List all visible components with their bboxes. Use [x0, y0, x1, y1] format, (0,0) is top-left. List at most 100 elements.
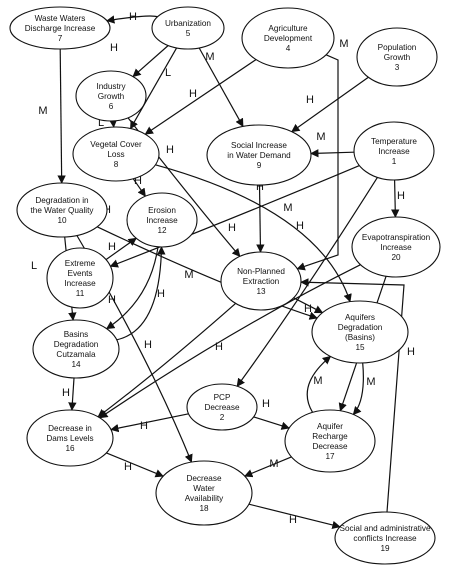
edge-label: H	[108, 294, 116, 306]
edge-label: M	[269, 458, 278, 470]
edge-n12-to-n14	[106, 246, 159, 330]
node-label-line: Social Increase	[231, 141, 287, 150]
node-label-line: Decrease	[186, 474, 221, 483]
edge-label: H	[108, 241, 116, 253]
node-label-line: Water	[193, 484, 215, 493]
node-label-line: Availability	[185, 494, 224, 503]
edge-n20-to-n16	[99, 264, 361, 419]
node-label-line: 17	[325, 452, 335, 461]
edge-label: H	[289, 514, 297, 526]
edge-label: M	[184, 269, 193, 281]
edge-label: H	[262, 398, 270, 410]
edge-n1-to-n20	[391, 179, 400, 218]
node-label-line: Decrease	[312, 442, 347, 451]
edge-n4-to-n13	[296, 54, 339, 271]
node-label-line: Recharge	[312, 432, 348, 441]
edge-label: H	[256, 181, 264, 193]
node-ellipse	[334, 511, 436, 565]
edge-label: H	[140, 420, 148, 432]
edge-n6-to-n8	[108, 119, 118, 128]
node-label-line: Urbanization	[165, 19, 211, 28]
node-label-line: in Water Demand	[227, 151, 291, 160]
edge-n16-to-n18	[106, 452, 164, 478]
edge-n7-to-n10	[57, 48, 66, 184]
node-label-line: 11	[76, 289, 85, 298]
node-label-line: 16	[65, 444, 75, 453]
node-ellipse	[32, 319, 120, 379]
edge-label: H	[296, 220, 304, 232]
node-label-line: Extraction	[243, 277, 280, 286]
edge-n2-to-n17	[253, 416, 290, 430]
edge-label: H	[62, 387, 70, 399]
node-label-line: (Basins)	[345, 333, 375, 342]
node-label-line: 3	[395, 63, 400, 72]
node-ellipse	[72, 126, 160, 182]
edge-n13-to-n16	[97, 302, 236, 418]
node-label-line: Degradation	[338, 323, 383, 332]
edge-n2-to-n16	[110, 413, 189, 433]
edge-n14-to-n16	[68, 377, 77, 411]
edge-label: M	[316, 131, 325, 143]
node-label-line: 6	[109, 102, 114, 111]
edge-label: H	[157, 288, 165, 300]
node-ellipse	[353, 121, 435, 181]
edge-label: H	[407, 346, 415, 358]
node-label-line: the Water Quality	[31, 206, 95, 215]
edge-n3-to-n9	[291, 76, 369, 133]
node-label-line: Decrease in	[48, 424, 92, 433]
edge-n8-to-n12	[132, 178, 146, 197]
edge-n1-to-n9	[310, 149, 355, 158]
node-label-line: 13	[256, 287, 266, 296]
edge-label: H	[189, 88, 197, 100]
edge-n5-to-n8	[129, 47, 178, 130]
node-ellipse	[9, 6, 111, 50]
edge-n17-to-n18	[244, 456, 292, 478]
node-label-line: Increase	[380, 243, 412, 252]
edge-label: H	[110, 42, 118, 54]
edge-label: H	[306, 94, 314, 106]
node-label-line: 15	[355, 343, 365, 352]
node-label-line: 1	[392, 157, 397, 166]
node-label-line: Events	[67, 269, 92, 278]
node-label-line: Aquifers	[345, 313, 375, 322]
node-ellipse	[16, 182, 108, 238]
node-ellipse	[311, 300, 409, 364]
node-label-line: 14	[71, 360, 81, 369]
edge-label: H	[129, 11, 137, 23]
node-label-line: Increase	[64, 279, 96, 288]
node-label-line: 18	[199, 504, 209, 513]
edge-n17-to-n15	[306, 355, 332, 413]
node-label-line: Degradation in	[35, 196, 89, 205]
edge-label: M	[339, 38, 348, 50]
edge-n1-to-n2	[236, 177, 378, 387]
edge-n5-to-n9	[198, 47, 244, 128]
edge-n9-to-n13	[256, 184, 265, 253]
edge-label: H	[304, 303, 312, 315]
node-label-line: Aquifer	[317, 422, 343, 431]
node-ellipse	[75, 70, 147, 122]
node-ellipse	[26, 409, 114, 467]
node-ellipse	[155, 460, 253, 526]
node-label-line: Degradation	[54, 340, 99, 349]
node-ellipse	[126, 192, 198, 248]
node-label-line: Industry	[96, 82, 126, 91]
node-label-line: 9	[257, 161, 262, 170]
node-ellipse	[241, 7, 335, 69]
node-ellipse	[186, 383, 258, 431]
edge-label: M	[283, 202, 292, 214]
edge-label: M	[38, 105, 47, 117]
node-label-line: 12	[157, 226, 167, 235]
